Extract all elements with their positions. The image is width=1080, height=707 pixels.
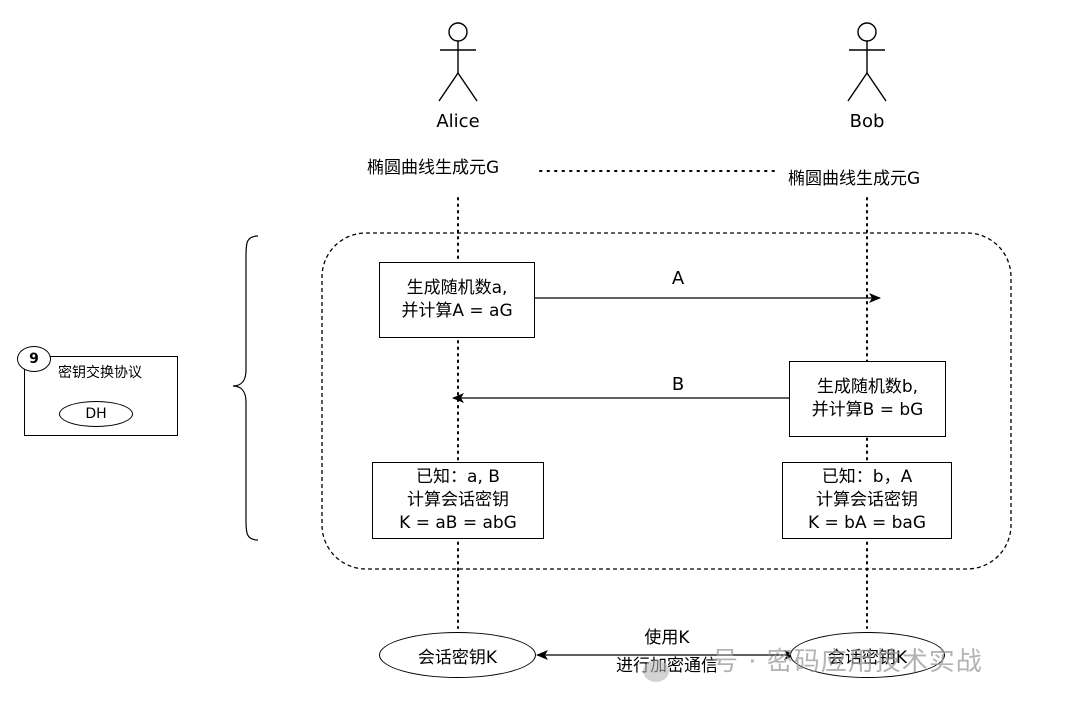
watermark-text: 号 · 密码应用技术实战 [712, 647, 983, 677]
bob-compute-line2: 计算会话密钥 [816, 490, 918, 510]
bob-compute-box: 已知：b，A 计算会话密钥 K = bA = baG [782, 462, 952, 539]
bob-generate-line2: 并计算B = bG [811, 400, 924, 420]
bob-generator-label: 椭圆曲线生成元G [788, 169, 921, 189]
legend-tag: DH [59, 401, 133, 427]
alice-session-key-label: 会话密钥K [417, 647, 498, 668]
alice-generate-box: 生成随机数a, 并计算A = aG [379, 262, 535, 338]
bob-session-key-label: 会话密钥K [827, 647, 908, 668]
session-link-line1: 使用K [644, 628, 690, 648]
message-label-b: B [671, 374, 685, 395]
alice-compute-box: 已知：a, B 计算会话密钥 K = aB = abG [372, 462, 544, 539]
legend-tag-text: DH [85, 406, 107, 422]
alice-name: Alice [436, 111, 480, 132]
bob-session-key: 会话密钥K [790, 632, 945, 678]
alice-compute-line2: 计算会话密钥 [407, 490, 509, 510]
alice-compute-line3: K = aB = abG [399, 513, 517, 533]
watermark-logo-icon [643, 660, 669, 682]
alice-generator-label: 椭圆曲线生成元G [367, 158, 500, 178]
group-brace [232, 235, 259, 541]
bob-compute-line3: K = bA = baG [807, 513, 927, 533]
legend-number: 9 [29, 351, 39, 367]
alice-generate-line2: 并计算A = aG [401, 301, 513, 321]
alice-compute-line1: 已知：a, B [416, 467, 500, 487]
bob-name: Bob [849, 111, 885, 132]
alice-actor-icon [438, 22, 478, 102]
message-label-a: A [671, 268, 685, 289]
bob-generate-box: 生成随机数b, 并计算B = bG [789, 361, 946, 437]
protocol-frame [321, 232, 1012, 570]
alice-session-key: 会话密钥K [379, 632, 536, 678]
bob-compute-line1: 已知：b，A [821, 467, 913, 487]
bob-generate-line1: 生成随机数b, [816, 377, 919, 397]
alice-generate-line1: 生成随机数a, [406, 278, 508, 298]
bob-actor-icon [847, 22, 887, 102]
legend-number-badge: 9 [17, 346, 51, 372]
legend-title: 密钥交换协议 [58, 365, 142, 381]
